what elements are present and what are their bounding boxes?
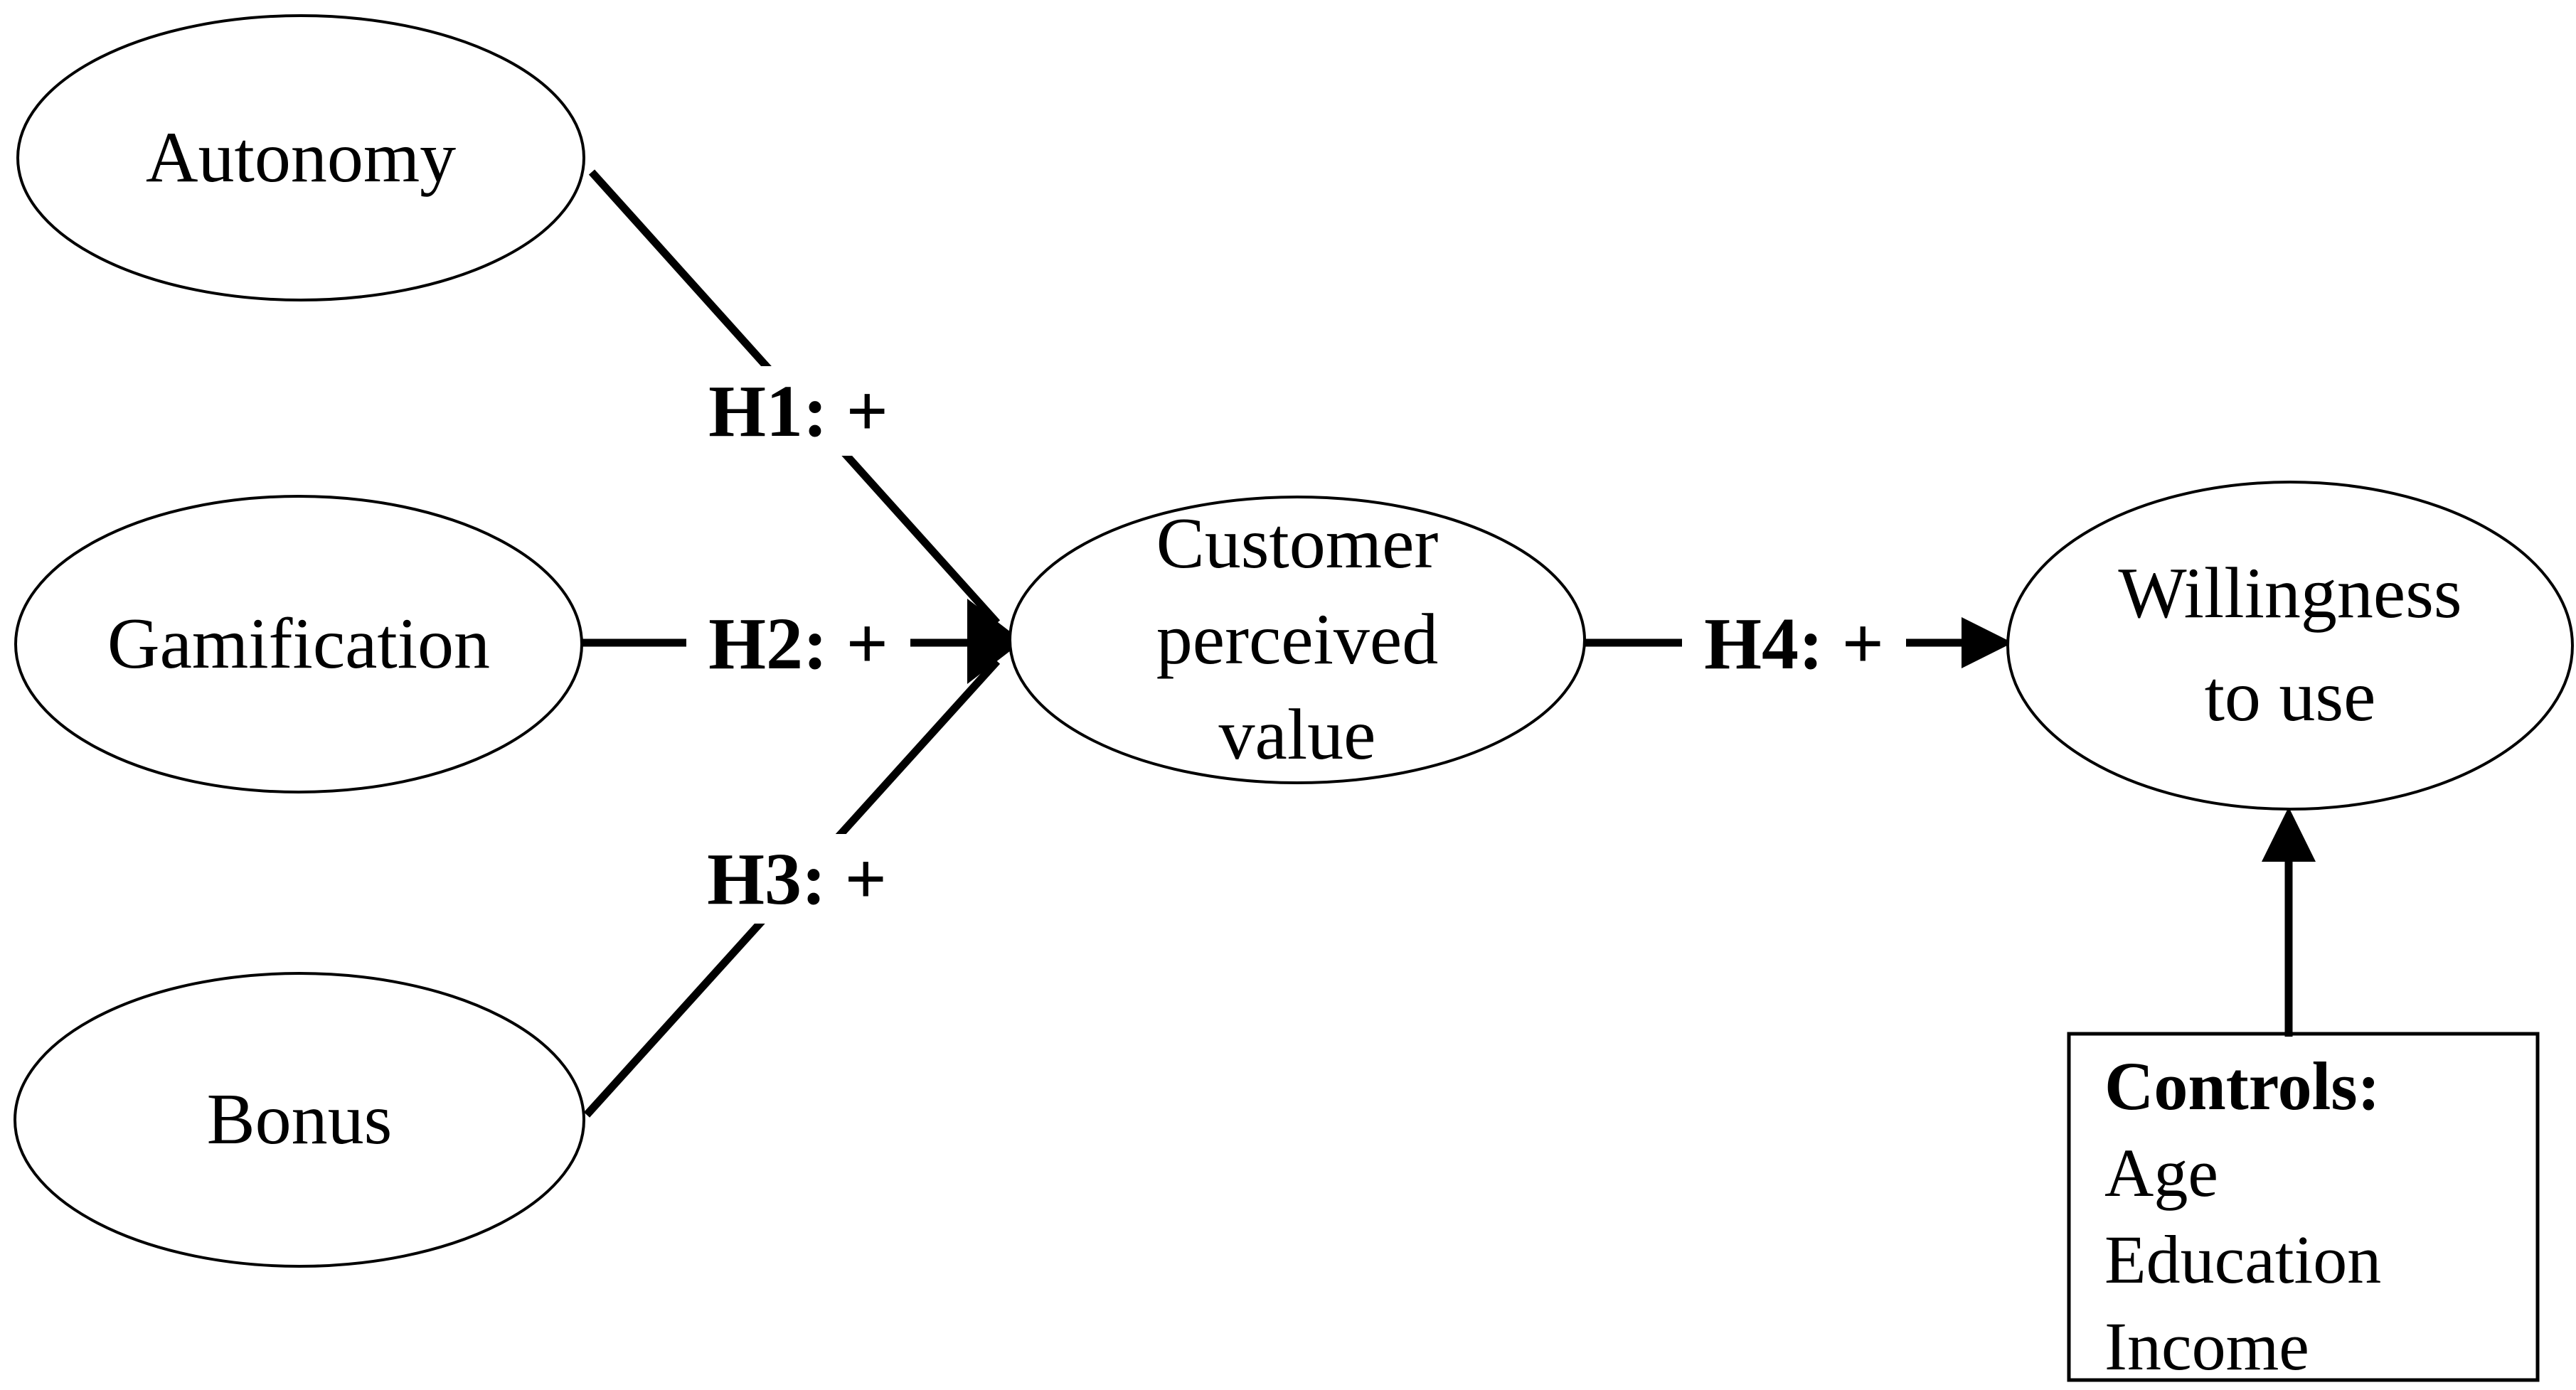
controls-box: Controls: Age Education Income bbox=[2104, 1043, 2517, 1390]
controls-box-item-income: Income bbox=[2104, 1308, 2309, 1384]
controls-box-item-age: Age bbox=[2104, 1135, 2218, 1211]
gamification-node-label: Gamification bbox=[107, 603, 491, 684]
h4-path-label: H4: + bbox=[1682, 599, 1906, 688]
willingness-to-use-node-label: Willingness to use bbox=[2118, 553, 2462, 737]
h1-path-label: H1: + bbox=[686, 366, 910, 456]
converging-arrowhead bbox=[967, 599, 1023, 684]
autonomy-node-label: Autonomy bbox=[145, 117, 457, 198]
customer-perceived-value-ellipse bbox=[1008, 496, 1586, 784]
h3-path-label: H3: + bbox=[685, 834, 909, 924]
customer-perceived-value-node-label: Customer perceived value bbox=[1156, 503, 1439, 776]
gamification-ellipse bbox=[14, 495, 583, 793]
bonus-node-label: Bonus bbox=[206, 1079, 393, 1160]
h4-arrowhead bbox=[1962, 617, 2013, 668]
controls-arrowhead bbox=[2262, 807, 2316, 862]
willingness-to-use-ellipse bbox=[2006, 481, 2574, 811]
autonomy-ellipse bbox=[16, 14, 585, 301]
controls-box-title: Controls: bbox=[2104, 1048, 2380, 1124]
controls-box-item-education: Education bbox=[2104, 1221, 2382, 1298]
controls-box-border bbox=[2067, 1032, 2540, 1382]
bonus-ellipse bbox=[14, 972, 585, 1268]
h2-path-label: H2: + bbox=[686, 599, 910, 688]
